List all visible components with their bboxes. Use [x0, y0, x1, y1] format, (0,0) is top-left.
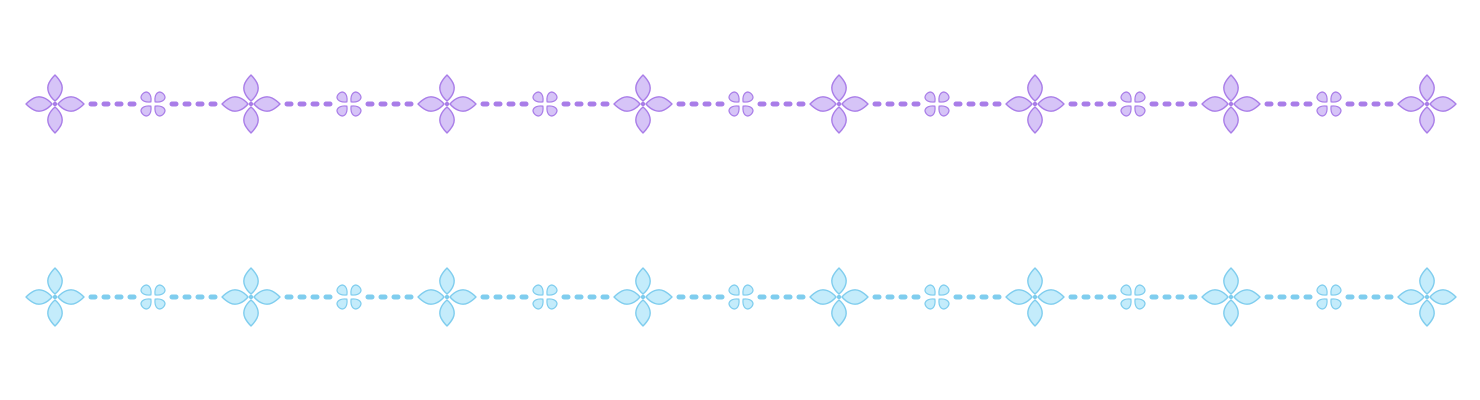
dash-segment [480, 101, 529, 107]
dash-segment [953, 294, 1002, 300]
large-flower-icon [1201, 74, 1261, 134]
dash-segment [561, 101, 610, 107]
small-flower-icon [532, 91, 558, 117]
dash-segment [757, 101, 806, 107]
dash-segment [1345, 294, 1394, 300]
small-flower-icon [728, 284, 754, 310]
small-flower-icon [532, 284, 558, 310]
dash-segment [676, 294, 725, 300]
large-flower-icon [613, 74, 673, 134]
large-flower-icon [1005, 267, 1065, 327]
purple-flower-border [25, 74, 1457, 134]
dash-segment [1149, 294, 1198, 300]
large-flower-icon [1397, 267, 1457, 327]
small-flower-icon [140, 91, 166, 117]
small-flower-icon [728, 91, 754, 117]
large-flower-icon [1201, 267, 1261, 327]
large-flower-icon [613, 267, 673, 327]
dash-segment [88, 101, 137, 107]
large-flower-icon [417, 267, 477, 327]
small-flower-icon [924, 91, 950, 117]
dash-segment [88, 294, 137, 300]
small-flower-icon [1120, 284, 1146, 310]
large-flower-icon [1005, 74, 1065, 134]
dash-segment [1068, 101, 1117, 107]
large-flower-icon [809, 267, 869, 327]
dash-segment [872, 294, 921, 300]
large-flower-icon [221, 267, 281, 327]
large-flower-icon [417, 74, 477, 134]
dash-segment [365, 101, 414, 107]
dash-segment [1068, 294, 1117, 300]
large-flower-icon [809, 74, 869, 134]
blue-flower-border [25, 267, 1457, 327]
small-flower-icon [336, 91, 362, 117]
small-flower-icon [140, 284, 166, 310]
dash-segment [169, 294, 218, 300]
small-flower-icon [1120, 91, 1146, 117]
large-flower-icon [1397, 74, 1457, 134]
dash-segment [872, 101, 921, 107]
dash-segment [365, 294, 414, 300]
dash-segment [676, 101, 725, 107]
dash-segment [1149, 101, 1198, 107]
large-flower-icon [221, 74, 281, 134]
dash-segment [561, 294, 610, 300]
small-flower-icon [1316, 91, 1342, 117]
large-flower-icon [25, 74, 85, 134]
small-flower-icon [336, 284, 362, 310]
dash-segment [284, 101, 333, 107]
dash-segment [1264, 294, 1313, 300]
small-flower-icon [1316, 284, 1342, 310]
dash-segment [953, 101, 1002, 107]
dash-segment [480, 294, 529, 300]
dash-segment [1345, 101, 1394, 107]
dash-segment [284, 294, 333, 300]
small-flower-icon [924, 284, 950, 310]
dash-segment [757, 294, 806, 300]
dash-segment [169, 101, 218, 107]
dash-segment [1264, 101, 1313, 107]
large-flower-icon [25, 267, 85, 327]
